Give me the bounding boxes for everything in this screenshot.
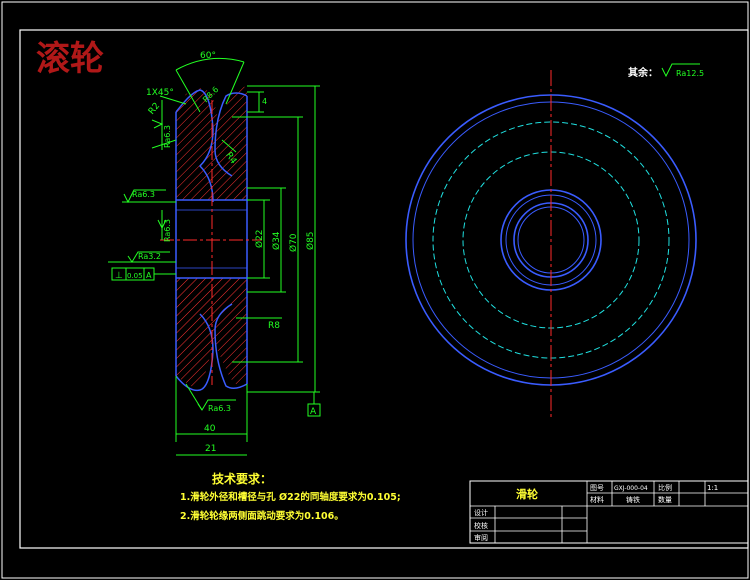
roughness-mark-3: Ra6.3 bbox=[163, 219, 172, 242]
roughness-mark-4: Ra3.2 bbox=[138, 252, 161, 261]
angle-leader-right bbox=[225, 61, 245, 105]
dia-22-label: Ø22 bbox=[254, 229, 265, 248]
watermark-title: 滚轮 bbox=[36, 39, 104, 79]
tech-item-1: 1.滑轮外径和槽径与孔 Ø22的同轴度要求为0.105; bbox=[180, 491, 401, 503]
roughness-note: 其余： Ra12.5 bbox=[628, 63, 704, 79]
roughness-mark-2: Ra6.3 bbox=[163, 125, 172, 148]
inner-border bbox=[19, 29, 749, 549]
dia-85-label: Ø85 bbox=[305, 231, 316, 250]
lower-groove-right bbox=[214, 303, 248, 389]
gap-label: 4 bbox=[262, 97, 267, 106]
chamfer-label: 1X45° bbox=[146, 88, 174, 98]
drawing-no-label: 图号 bbox=[590, 484, 604, 492]
reviewer-label: 审阅 bbox=[474, 533, 488, 542]
tolerance-symbol: ⊥ bbox=[115, 271, 123, 281]
drawing-no: GXJ-000-04 bbox=[614, 485, 648, 492]
part-name: 滑轮 bbox=[516, 487, 538, 501]
radius-r4-leader bbox=[221, 139, 237, 153]
roughness-mark-5: Ra6.3 bbox=[208, 404, 231, 413]
chamfer-leader bbox=[159, 95, 187, 105]
tolerance-frame: ⊥ 0.05 A bbox=[111, 267, 176, 281]
width-40-label: 40 bbox=[204, 424, 216, 434]
material-value: 铸铁 bbox=[626, 495, 640, 504]
tech-requirements: 技术要求： 1.滑轮外径和槽径与孔 Ø22的同轴度要求为0.105; 2.滑轮轮… bbox=[180, 471, 401, 522]
tolerance-value: 0.05 bbox=[127, 272, 143, 280]
tech-title: 技术要求： bbox=[212, 471, 272, 486]
width-21-label: 21 bbox=[205, 444, 216, 454]
datum-label: A bbox=[310, 407, 317, 417]
roughness-note-prefix: 其余： bbox=[628, 66, 658, 79]
title-block: 滑轮 图号 GXJ-000-04 比例 1:1 材料 铸铁 数量 设计 校核 审… bbox=[469, 480, 749, 544]
designer-label: 设计 bbox=[474, 508, 488, 517]
tolerance-datum: A bbox=[146, 271, 152, 280]
title-block-frame bbox=[469, 480, 749, 544]
radius-r8-label: R8 bbox=[268, 321, 280, 331]
angle-leader-left bbox=[175, 69, 201, 113]
scale-value: 1:1 bbox=[707, 484, 718, 492]
scale-label: 比例 bbox=[658, 483, 672, 492]
section-view: 60° 1X45° R2 R8.6 R4 R8 4 Ø22 bbox=[108, 51, 321, 456]
qty-label: 数量 bbox=[658, 495, 672, 504]
dia-34-label: Ø34 bbox=[271, 231, 282, 250]
angle-label: 60° bbox=[200, 51, 216, 61]
material-label: 材料 bbox=[590, 495, 604, 504]
angle-arc bbox=[175, 57, 245, 71]
front-view bbox=[405, 70, 697, 420]
roughness-mark-1: Ra6.3 bbox=[132, 190, 155, 199]
dia-70-label: Ø70 bbox=[288, 233, 299, 252]
width-dims bbox=[175, 376, 248, 456]
roughness-note-value: Ra12.5 bbox=[676, 69, 704, 78]
upper-groove-left bbox=[175, 89, 214, 203]
tech-item-2: 2.滑轮轮缘两侧面跳动要求为0.106。 bbox=[180, 510, 344, 522]
upper-groove-right bbox=[214, 92, 248, 177]
radius-r2-label: R2 bbox=[147, 101, 162, 117]
surface-marks bbox=[108, 100, 236, 411]
roughness-note-symbol bbox=[661, 63, 700, 78]
checker-label: 校核 bbox=[474, 521, 488, 530]
